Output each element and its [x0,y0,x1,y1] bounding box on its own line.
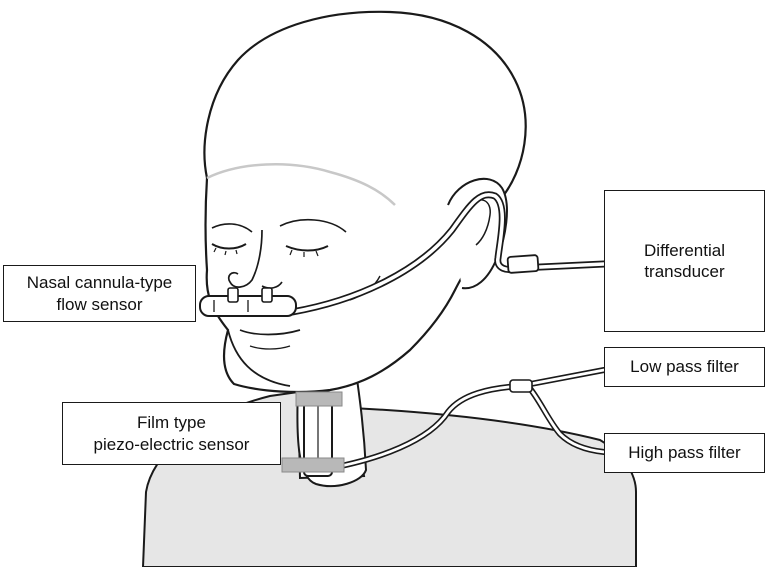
nasal-cannula-sensor [199,287,297,317]
branch-wire-inner [526,384,606,454]
lower-lip [249,345,291,350]
nostril [261,281,283,289]
high-pass-filter-label: High pass filter [604,433,765,473]
wire-splitter [509,379,533,393]
film-piezo-sensor [281,391,345,477]
sensor-wire-inner [318,368,606,472]
hairline [206,163,396,206]
low-pass-filter-label-text: Low pass filter [630,357,739,377]
differential-transducer-label-line1: Differential [644,240,725,260]
right-eye [285,245,329,252]
differential-transducer-label: Differential transducer [604,190,765,332]
film-sensor-label-line2: piezo-electric sensor [93,434,250,454]
differential-transducer-label-line2: transducer [644,262,725,281]
left-eye [211,243,247,250]
right-eyebrow [279,218,347,233]
cannula-tube-inner [290,193,606,314]
tube-connector [506,254,540,274]
mouth [239,329,301,336]
nasal-sensor-label: Nasal cannula-type flow sensor [3,265,196,322]
left-eyebrow [211,223,253,233]
nose [227,229,263,288]
film-sensor-label-line1: Film type [137,413,206,433]
ear [447,178,508,290]
high-pass-filter-label-text: High pass filter [628,443,741,463]
jaw-line [227,329,291,387]
nasal-sensor-label-line1: Nasal cannula-type [26,273,173,293]
film-sensor-label: Film type piezo-electric sensor [62,402,281,465]
nasal-sensor-label-line2: flow sensor [56,294,143,314]
low-pass-filter-label: Low pass filter [604,347,765,387]
